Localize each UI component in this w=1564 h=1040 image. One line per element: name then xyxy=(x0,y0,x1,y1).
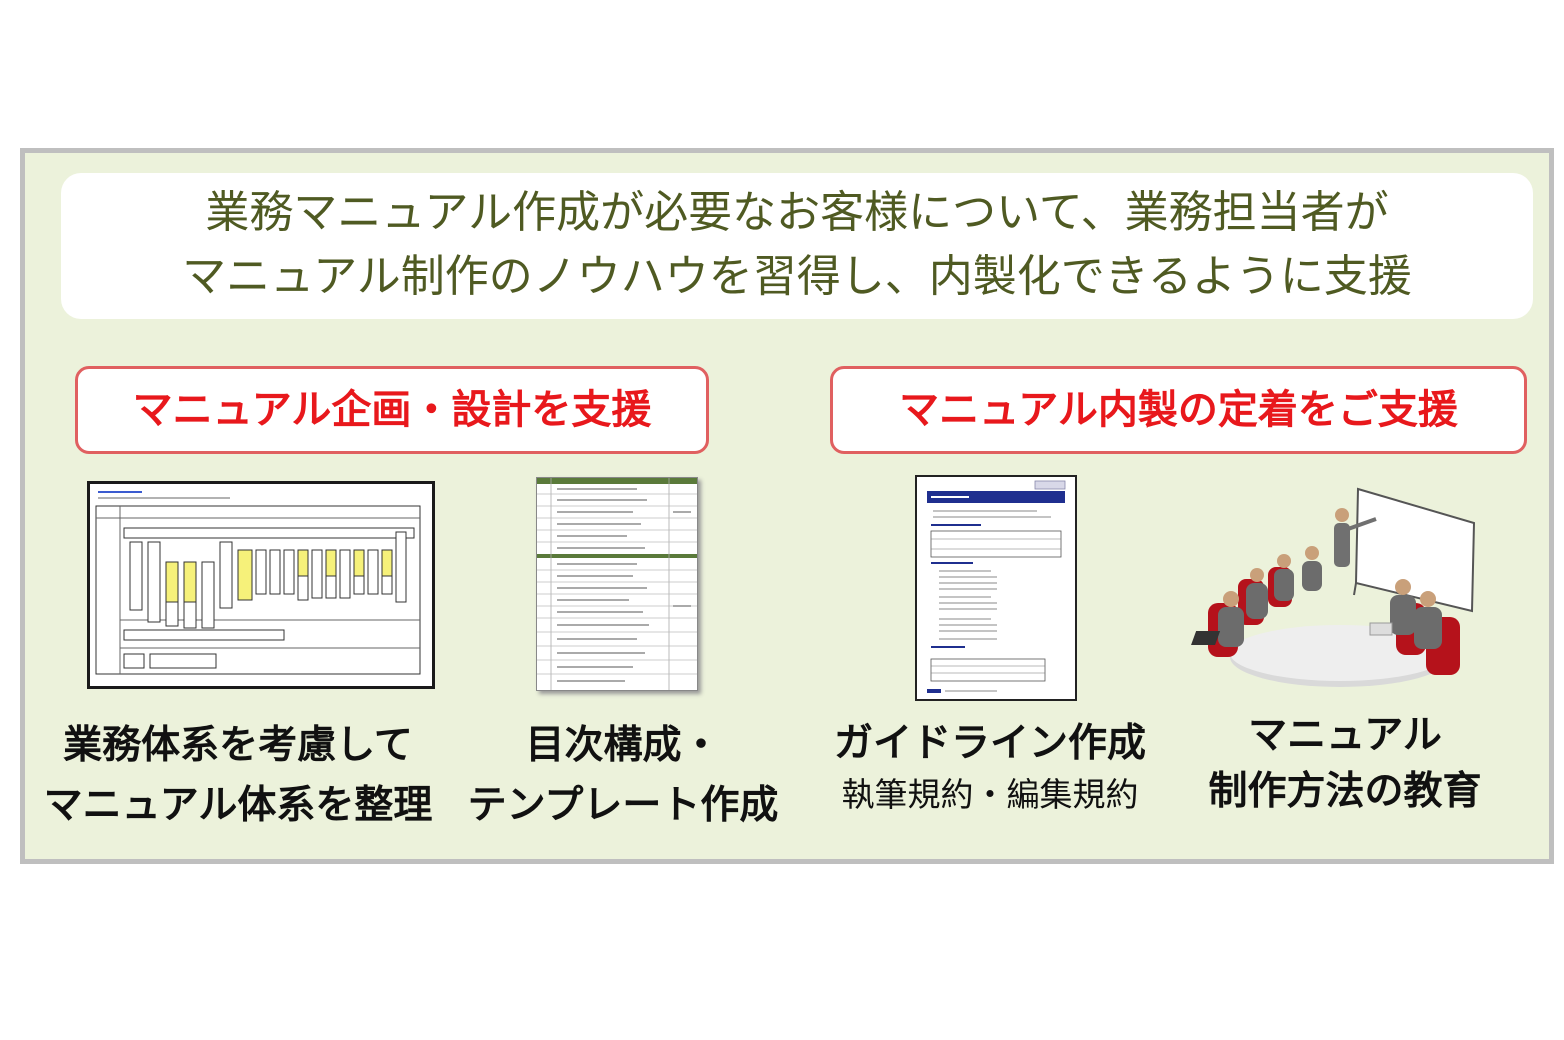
content-panel: 業務マニュアル作成が必要なお客様について、業務担当者が マニュアル制作のノウハウ… xyxy=(20,148,1554,864)
item-4-caption-line-2: 制作方法の教育 xyxy=(1208,769,1482,814)
item-1-caption-line-1: 業務体系を考慮して xyxy=(63,723,413,768)
planning-design-support-banner: マニュアル企画・設計を支援 xyxy=(75,366,709,454)
item-1-caption-line-2: マニュアル体系を整理 xyxy=(43,783,433,828)
meeting-presentation-icon xyxy=(1190,483,1480,697)
summary-box: 業務マニュアル作成が必要なお客様について、業務担当者が マニュアル制作のノウハウ… xyxy=(61,173,1533,319)
org-chart-document-icon xyxy=(87,481,435,689)
summary-line-2: マニュアル制作のノウハウを習得し、内製化できるように支援 xyxy=(182,251,1412,302)
item-2-caption-line-2: テンプレート作成 xyxy=(467,783,779,828)
table-of-contents-document-icon xyxy=(536,477,698,691)
item-3-caption-line-1: ガイドライン作成 xyxy=(833,721,1146,766)
summary-line-1: 業務マニュアル作成が必要なお客様について、業務担当者が xyxy=(205,187,1389,238)
inhouse-support-banner: マニュアル内製の定着をご支援 xyxy=(830,366,1527,454)
item-3-caption-sub: 執筆規約・編集規約 xyxy=(841,775,1139,814)
item-2-caption-line-1: 目次構成・ xyxy=(525,723,721,768)
guideline-document-icon xyxy=(915,475,1077,701)
item-4-caption-line-1: マニュアル xyxy=(1248,713,1442,758)
